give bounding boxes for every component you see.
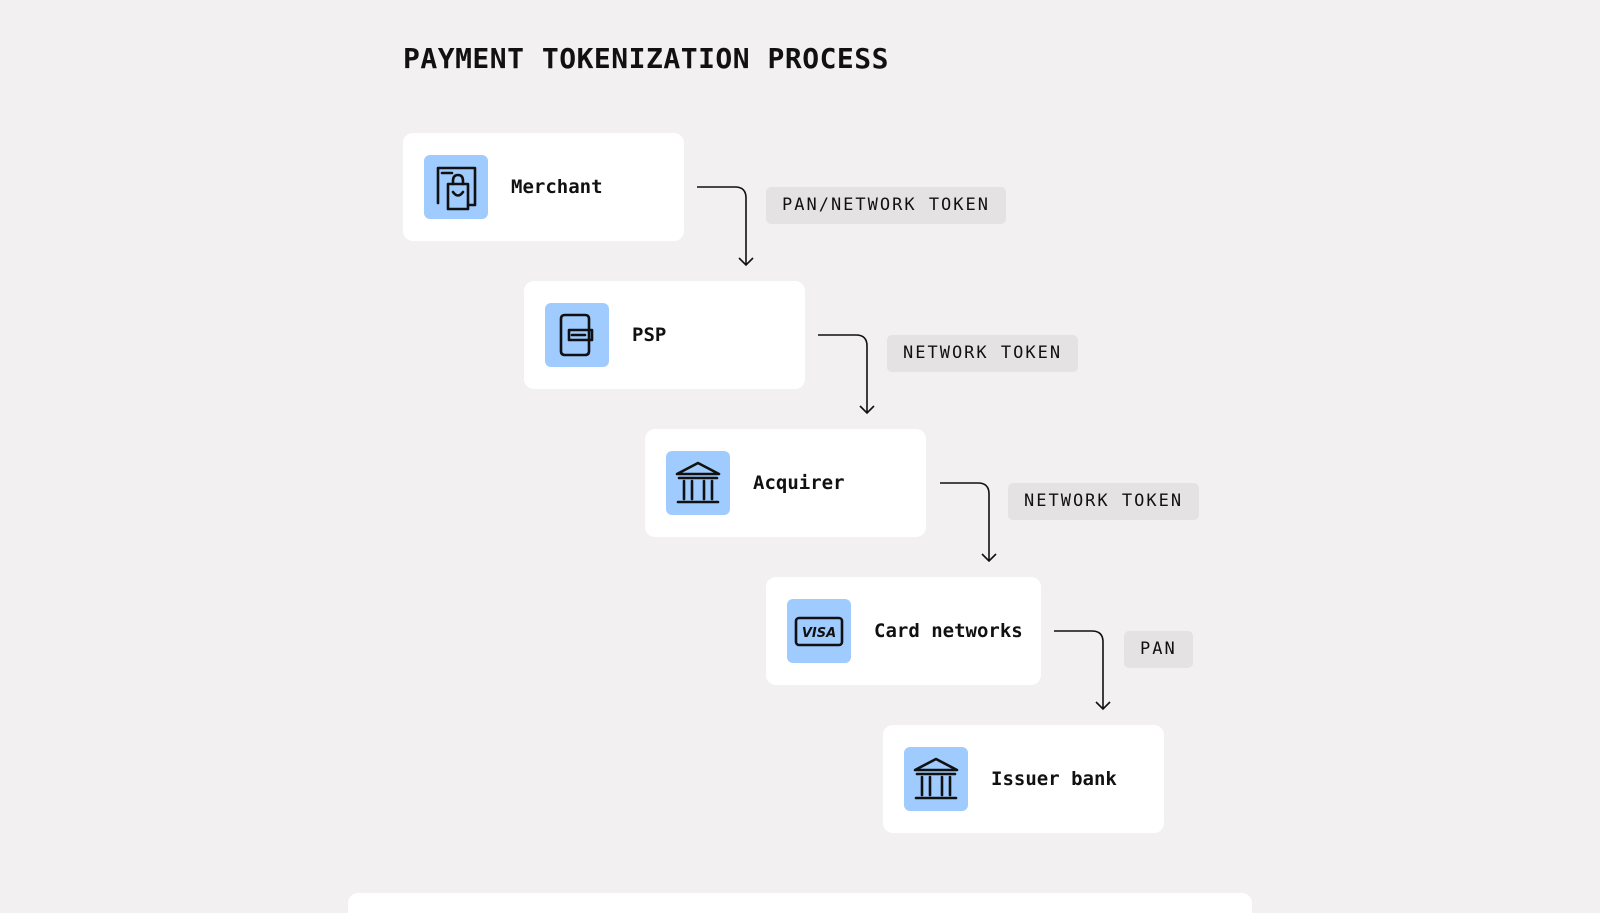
frame-edge <box>348 893 1252 913</box>
node-label: Acquirer <box>753 472 845 494</box>
node-label: Issuer bank <box>991 768 1117 790</box>
arrow-merchant-to-psp <box>697 186 754 267</box>
edge-tag-pan-network-token: PAN/NETWORK TOKEN <box>766 187 1006 224</box>
visa-card-icon: VISA <box>787 599 851 663</box>
edge-tag-pan: PAN <box>1124 631 1193 668</box>
visa-text: VISA <box>802 626 836 641</box>
node-label: Card networks <box>874 620 1023 642</box>
edge-tag-network-token: NETWORK TOKEN <box>1008 483 1200 520</box>
bank-icon <box>904 747 968 811</box>
node-issuer-bank: Issuer bank <box>883 725 1164 833</box>
shopping-bag-window-icon <box>424 155 488 219</box>
edge-tag-network-token: NETWORK TOKEN <box>887 335 1079 372</box>
diagram-title: PAYMENT TOKENIZATION PROCESS <box>403 42 890 75</box>
node-merchant: Merchant <box>403 133 684 241</box>
arrow-acquirer-to-card-networks <box>940 482 997 563</box>
arrow-card-networks-to-issuer <box>1054 630 1111 711</box>
node-card-networks: VISA Card networks <box>766 577 1041 685</box>
arrow-psp-to-acquirer <box>818 334 875 415</box>
node-label: PSP <box>632 324 667 346</box>
bank-icon <box>666 451 730 515</box>
node-acquirer: Acquirer <box>645 429 926 537</box>
node-psp: PSP <box>524 281 805 389</box>
payment-terminal-icon <box>545 303 609 367</box>
node-label: Merchant <box>511 176 603 198</box>
